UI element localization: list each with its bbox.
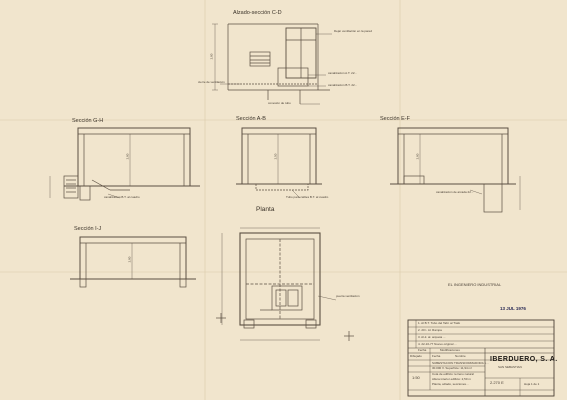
plan-title: Planta	[256, 206, 275, 213]
project-line: SUBESTACION TRANSFORMADORA 1...	[432, 361, 489, 365]
project-line: Altura interior edificio: 2,50 m	[432, 377, 471, 381]
section-ab-drawing	[236, 127, 322, 199]
plan-number: 2.270 E	[490, 380, 504, 385]
project-line: 30.000 V. Superficie: 11,94 m²	[432, 366, 473, 370]
project-line: Cota de edificio: terreno natural	[432, 372, 474, 376]
engineer-label: EL INGENIERO INDUSTRIAL	[448, 282, 502, 287]
gh-annotation: canalización B.T. al cuadro	[104, 195, 140, 199]
plan-annotation-1: Tubo para cables B.T. al cuadro	[286, 195, 329, 199]
title-block-frame	[407, 319, 555, 397]
section-ij-title: Sección I-J	[74, 226, 102, 232]
scale-label: 1:50	[412, 375, 420, 380]
revision-row: 1. Al B.T. Tubo del Tabl. al Trafo	[418, 321, 461, 325]
revision-row: 2. 20 t. Al. Rampa	[418, 328, 442, 332]
section-gh-title: Sección G-H	[72, 118, 104, 124]
section-ij-drawing	[70, 236, 196, 288]
revision-header-changes: Modificaciones	[440, 348, 460, 352]
drawn-header-name: Nombre	[455, 354, 466, 358]
ef-annotation: canalización de arcada 22...	[436, 190, 474, 194]
plan-annotation-2: puerta ventilación	[336, 294, 360, 298]
drawn-header-label: Dibujado	[410, 354, 422, 358]
cd-annotation-2: canalización A.T. 22...	[328, 71, 358, 75]
dimension-cd-height: 2,80	[209, 53, 214, 60]
dimension-gh-height: 2,80	[125, 153, 130, 160]
dimension-ef-height: 2,80	[415, 153, 420, 160]
cd-annotation-1: Dejar ventilación en la pared	[334, 29, 373, 33]
revision-row: 4. 22-10-77 Nuevo original ...	[418, 342, 457, 346]
project-line: Planta, alzado, secciones...	[432, 382, 469, 386]
company-name: IBERDUERO, S. A.	[490, 356, 558, 363]
section-cd-drawing	[212, 23, 332, 105]
section-ef-drawing	[390, 127, 521, 213]
section-ab-title: Sección A-B	[236, 116, 266, 122]
cd-annotation-3: canalización B.T. 22...	[328, 83, 358, 87]
cd-annotation-5: conexión de tubo	[268, 101, 291, 105]
sheet-footer: Hoja 1 de 1	[524, 382, 540, 386]
dimension-ab-height: 2,50	[273, 153, 278, 160]
drawn-header-date: Fecha	[432, 354, 441, 358]
section-cd-title: Alzado-sección C-D	[233, 10, 282, 16]
revision-row: 3. Al-ti. al. arqueta ...	[418, 335, 446, 339]
plan-drawing	[216, 227, 354, 341]
cd-annotation-4: cierre de ventilación	[198, 80, 225, 84]
company-city: SAN SEBASTIAN	[498, 365, 522, 369]
revision-header-date: Fecha	[418, 348, 427, 352]
section-gh-drawing	[49, 127, 200, 201]
date-stamp: 13 JUL 1976	[500, 306, 526, 311]
dimension-ij-height: 2,80	[127, 256, 132, 263]
section-ef-title: Sección E-F	[380, 116, 410, 122]
